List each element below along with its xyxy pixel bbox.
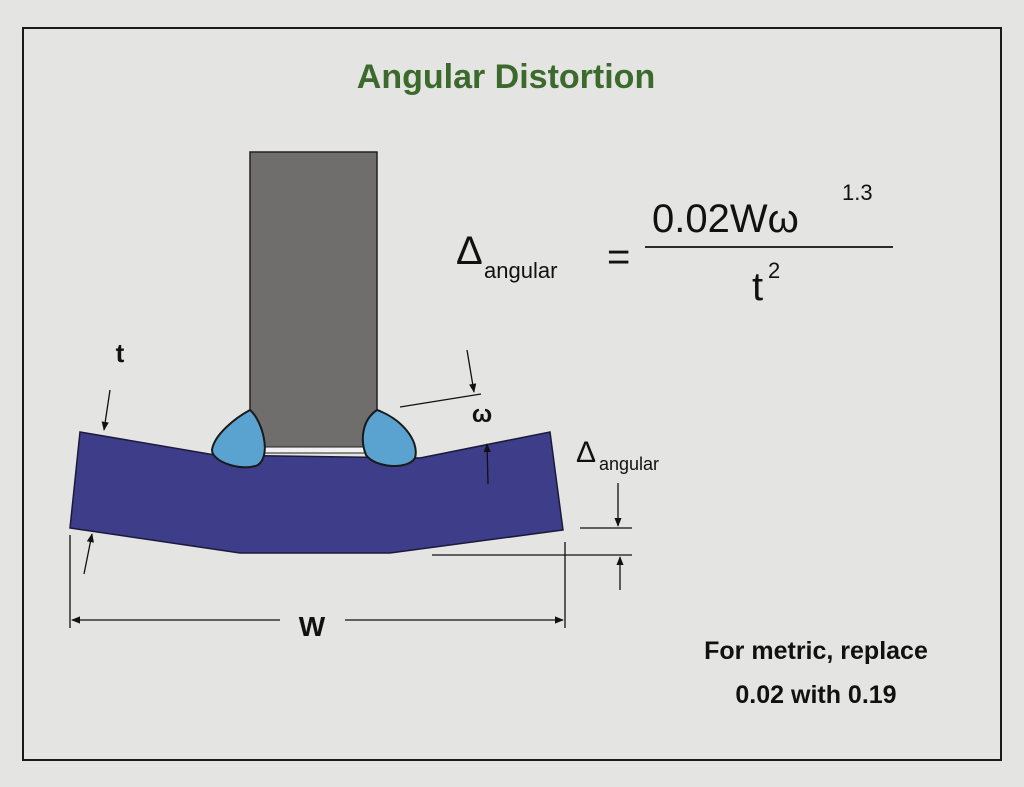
root-gap — [261, 446, 366, 454]
formula-numerator-exponent: 1.3 — [842, 180, 873, 205]
thickness-label: t — [116, 338, 125, 368]
formula-denominator-exponent: 2 — [768, 258, 780, 283]
weld-size-arrow-top — [466, 349, 477, 393]
formula-numerator: 0.02Wω — [652, 197, 799, 241]
thickness-arrow-bottom — [83, 533, 94, 575]
weld-size-line — [399, 393, 482, 408]
formula-subscript: angular — [484, 258, 557, 283]
metric-note-line2: 0.02 with 0.19 — [735, 681, 896, 709]
width-label: W — [299, 611, 326, 642]
vertical-plate — [249, 151, 378, 449]
formula-delta: Δ — [456, 229, 483, 273]
right-fillet-weld — [361, 408, 417, 467]
thickness-arrow-top — [101, 389, 111, 431]
figure-frame — [22, 27, 1002, 761]
formula-denominator: t — [752, 265, 763, 309]
left-fillet-weld — [210, 408, 266, 469]
distortion-formula: Δ angular = 0.02Wω 1.3 t 2 — [456, 180, 893, 309]
delta-symbol-label: Δ — [576, 436, 596, 469]
metric-note-line1: For metric, replace — [704, 637, 928, 665]
base-plate — [69, 431, 564, 554]
figure-title: Angular Distortion — [357, 58, 655, 96]
weld-size-arrow-bottom — [483, 443, 491, 485]
delta-subscript-label: angular — [599, 454, 659, 474]
weld-size-label: ω — [472, 401, 492, 428]
formula-equals: = — [607, 235, 630, 279]
